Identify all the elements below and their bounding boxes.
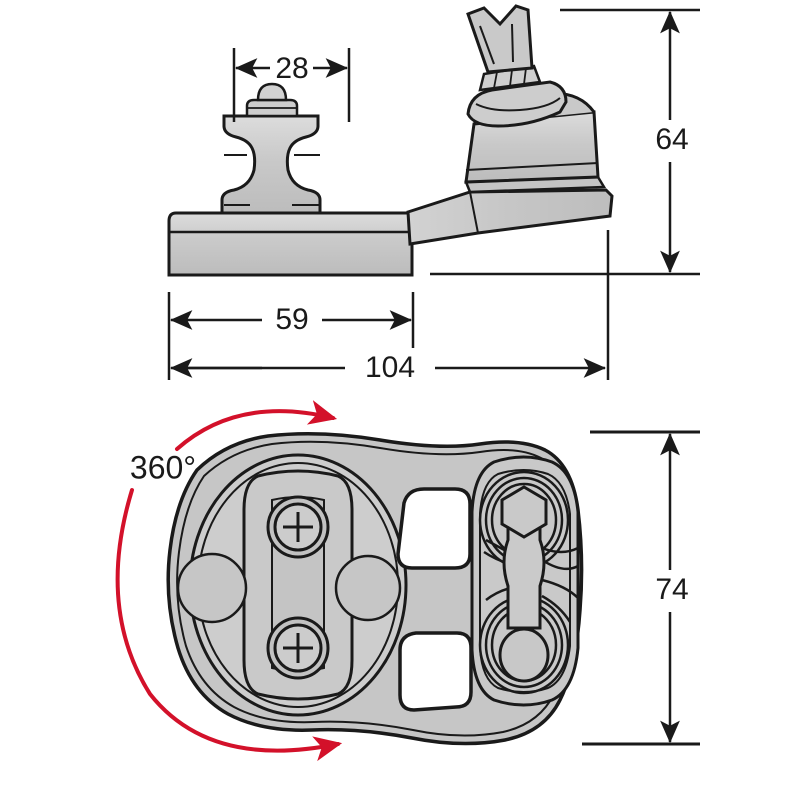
dimension-104: 104 [169,351,607,384]
dim-74-label: 74 [655,573,688,606]
dim-28-label: 28 [275,52,308,85]
cam-tooth-right-3 [541,578,579,599]
sheave-axle-dome [256,82,288,102]
cutout-upper [396,487,472,570]
dim-59-label: 59 [275,303,308,336]
cleat-housing-inner-1 [479,469,571,693]
dimension-28: 28 [232,48,351,122]
cleat-arm-body [406,188,614,246]
rotation-arc-top-icon [175,400,338,451]
elevation-view: 28 64 59 104 [167,4,700,384]
collar-knurl-1 [493,71,498,89]
cleat-arm-crease [469,191,479,234]
cam-tooth-right-1 [541,546,579,554]
cutout-lower [398,631,473,712]
cam-tooth-right-2 [541,558,579,571]
dimension-74: 74 [582,430,700,746]
dim-64-label: 64 [655,123,688,156]
rotation-angle-label: 360° [130,449,196,485]
fastener-hole-right [334,554,402,622]
dimension-64: 64 [430,8,700,276]
cleat-body-seam [465,162,599,171]
lead-block-sheave [220,82,322,215]
dim-104-label: 104 [365,351,415,384]
plan-view: 360° 74 [115,400,700,762]
cleat-base [464,91,607,194]
screw-top [266,495,330,559]
fastener-hole-left [176,552,248,624]
cam-tooth-right-4 [541,594,572,623]
hex-bolt [500,485,548,539]
rotation-indicator: 360° [115,400,343,762]
collar-knurl-3 [523,67,527,85]
cam-cleat-assembly [470,455,580,707]
rotation-arc-bottom-icon [115,488,343,762]
cam-lever [466,4,534,74]
hex-bolt-head [500,485,548,539]
cam-lever-rib-1 [479,25,495,65]
cleat-lower-hub [498,627,550,683]
cam-pivot-collar [466,64,568,128]
collar-lower-highlight [475,97,561,112]
collar-lower [466,80,568,128]
dimension-59: 59 [167,292,415,380]
cam-lever-blade [466,4,534,74]
cleat-arm [406,188,614,246]
base-plate [167,211,414,277]
cam-lever-rib-2 [511,23,514,63]
base-plate-body [167,211,414,277]
collar-knurl-2 [509,69,513,87]
screw-bottom [266,616,330,680]
sheave-body [220,114,322,215]
